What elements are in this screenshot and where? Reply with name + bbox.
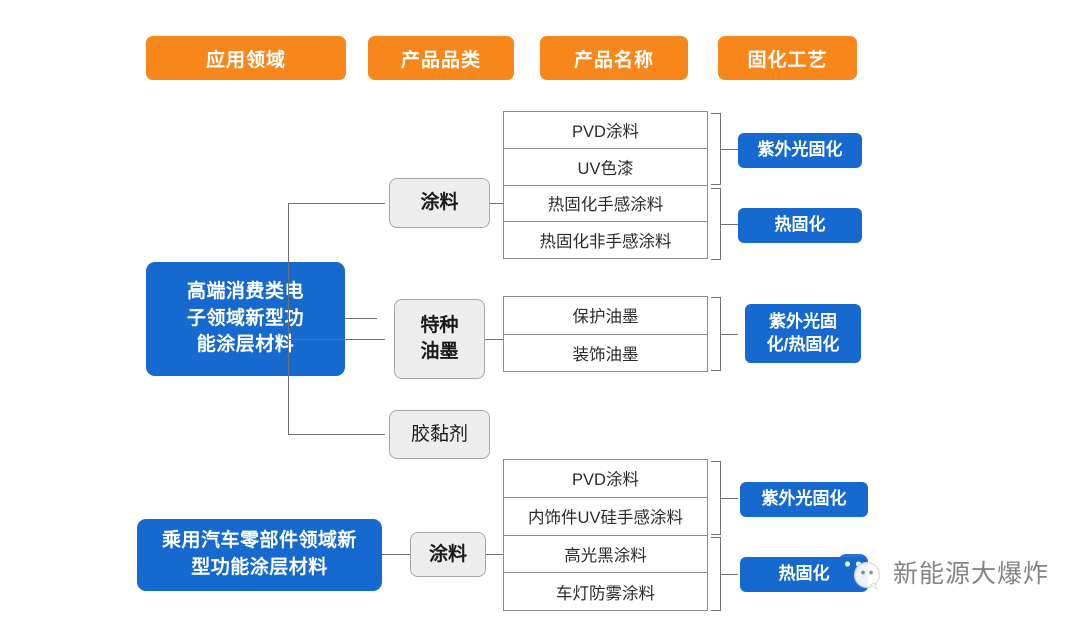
cure-chip-uv-automotive: 紫外光固化 xyxy=(740,482,868,517)
connector-bracket-to-thermal-chip-2 xyxy=(721,574,738,576)
watermark: 新能源大爆炸 xyxy=(838,552,1049,592)
connector-bracket-to-thermal-chip-1 xyxy=(721,224,738,226)
cure-chip-uv-consumer: 紫外光固化 xyxy=(738,133,862,168)
category-box-coating-consumer: 涂料 xyxy=(389,178,490,228)
connector-bracket-to-ink-chip xyxy=(721,334,738,336)
domain-box-consumer-electronics: 高端消费类电子领域新型功能涂层材料 xyxy=(146,262,345,376)
cure-chip-label: 紫外光固化/热固化 xyxy=(766,312,840,354)
category-label-special-ink: 特种油墨 xyxy=(420,315,459,362)
connector-to-category-coating1 xyxy=(288,203,385,205)
header-chip-product-category: 产品品类 xyxy=(368,36,514,80)
connector-coating1-to-products xyxy=(490,203,503,205)
watermark-text: 新能源大爆炸 xyxy=(893,559,1050,588)
connector-coating2-to-products xyxy=(486,554,503,556)
product-row: PVD涂料 xyxy=(504,112,707,149)
domain-box-automotive: 乘用汽车零部件领域新型功能涂层材料 xyxy=(137,519,382,591)
bracket-thermal-curing-consumer xyxy=(711,188,721,260)
header-chip-curing-process: 固化工艺 xyxy=(718,36,857,80)
product-row: 内饰件UV硅手感涂料 xyxy=(504,498,707,536)
category-box-special-ink: 特种油墨 xyxy=(394,299,485,379)
product-row: UV色漆 xyxy=(504,149,707,186)
header-chip-product-name: 产品名称 xyxy=(540,36,688,80)
connector-to-category-adhesive xyxy=(288,434,385,436)
cure-chip-uv-thermal-ink: 紫外光固化/热固化 xyxy=(745,304,861,363)
product-row: 热固化手感涂料 xyxy=(504,186,707,223)
product-row: 装饰油墨 xyxy=(572,345,639,364)
connector-ink-to-products xyxy=(485,339,503,341)
product-list-coating-automotive: PVD涂料 内饰件UV硅手感涂料 高光黑涂料 车灯防雾涂料 xyxy=(503,459,708,611)
product-row: PVD涂料 xyxy=(504,460,707,498)
product-list-coating-consumer: PVD涂料 UV色漆 热固化手感涂料 热固化非手感涂料 xyxy=(503,111,708,259)
connector-bracket-to-uv-chip-2 xyxy=(721,498,738,500)
connector-domain1-stub xyxy=(345,318,377,320)
product-row: 车灯防雾涂料 xyxy=(556,584,655,603)
connector-domain1-spine xyxy=(288,203,290,435)
connector-to-category-ink xyxy=(288,339,385,341)
category-box-adhesive: 胶黏剂 xyxy=(389,410,490,459)
product-row: 高光黑涂料 xyxy=(504,536,707,574)
product-list-special-ink: 保护油墨 装饰油墨 xyxy=(503,296,708,372)
bracket-uv-curing-consumer xyxy=(711,113,721,185)
product-row: 保护油墨 xyxy=(504,297,707,335)
bracket-thermal-curing-automotive xyxy=(711,537,721,611)
bracket-uv-thermal-ink xyxy=(711,297,721,371)
bracket-uv-curing-automotive xyxy=(711,461,721,535)
category-box-coating-automotive: 涂料 xyxy=(410,532,486,577)
header-chip-application-field: 应用领域 xyxy=(146,36,346,80)
connector-domain2-to-category xyxy=(382,554,412,556)
product-row: 热固化非手感涂料 xyxy=(539,233,672,252)
cure-chip-thermal-consumer: 热固化 xyxy=(738,208,862,243)
connector-bracket-to-uv-chip-1 xyxy=(721,149,738,151)
wechat-icon xyxy=(838,552,884,592)
